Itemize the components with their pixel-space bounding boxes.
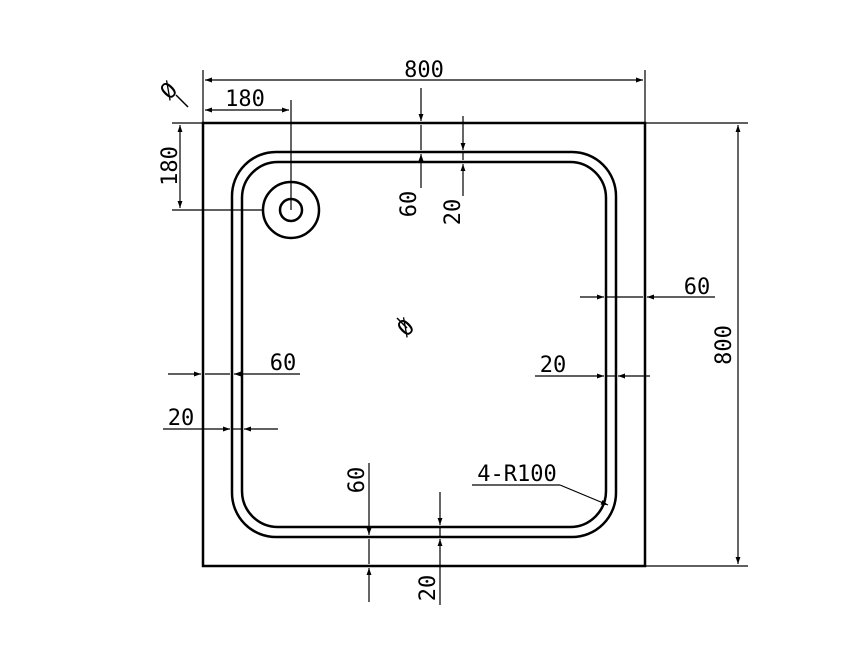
lip-width-left-label: 20 xyxy=(168,406,195,431)
overall-height-label: 800 xyxy=(712,325,737,365)
dimension-lip-width-right: 20 xyxy=(535,353,650,379)
drain-offset-y-label: 180 xyxy=(158,146,183,186)
center-diameter-callout: Ø xyxy=(393,315,420,342)
overall-width-label: 800 xyxy=(404,58,444,83)
tray-basin-inner-rim xyxy=(240,160,608,529)
dimension-lip-width-left: 20 xyxy=(163,406,278,432)
corner-radius-callout: 4-R100 xyxy=(472,462,609,506)
lip-width-bottom-label: 20 xyxy=(416,575,441,602)
corner-radius-label: 4-R100 xyxy=(477,462,556,487)
rim-width-top-label: 60 xyxy=(397,191,422,218)
rim-width-bottom-label: 60 xyxy=(345,467,370,494)
drain-offset-x-label: 180 xyxy=(225,87,265,112)
dimension-lip-width-bottom: 20 xyxy=(416,492,443,605)
dimension-rim-width-left: 60 xyxy=(168,351,300,377)
tray-outer-outline xyxy=(201,121,647,568)
dimension-rim-width-right: 60 xyxy=(580,275,715,300)
dimension-rim-width-bottom: 60 xyxy=(345,463,372,602)
dimension-drain-offset-y: 180 xyxy=(158,122,262,211)
drain-diameter-symbol: Ø xyxy=(156,78,183,105)
dimension-rim-width-top: 60 xyxy=(397,88,424,218)
rim-width-right-label: 60 xyxy=(684,275,711,300)
tray-basin-outer-rim xyxy=(230,150,618,539)
dimension-drain-offset-x: 180 xyxy=(205,87,292,210)
dimension-lip-width-top: 20 xyxy=(441,116,466,225)
center-diameter-symbol: Ø xyxy=(393,315,420,342)
lip-width-top-label: 20 xyxy=(441,199,466,226)
lip-width-right-label: 20 xyxy=(540,353,567,378)
drain-diameter-callout: Ø xyxy=(156,78,189,108)
dimension-overall-height: 800 xyxy=(645,122,748,567)
rim-width-left-label: 60 xyxy=(270,351,297,376)
dimension-overall-width: 800 xyxy=(202,58,646,123)
